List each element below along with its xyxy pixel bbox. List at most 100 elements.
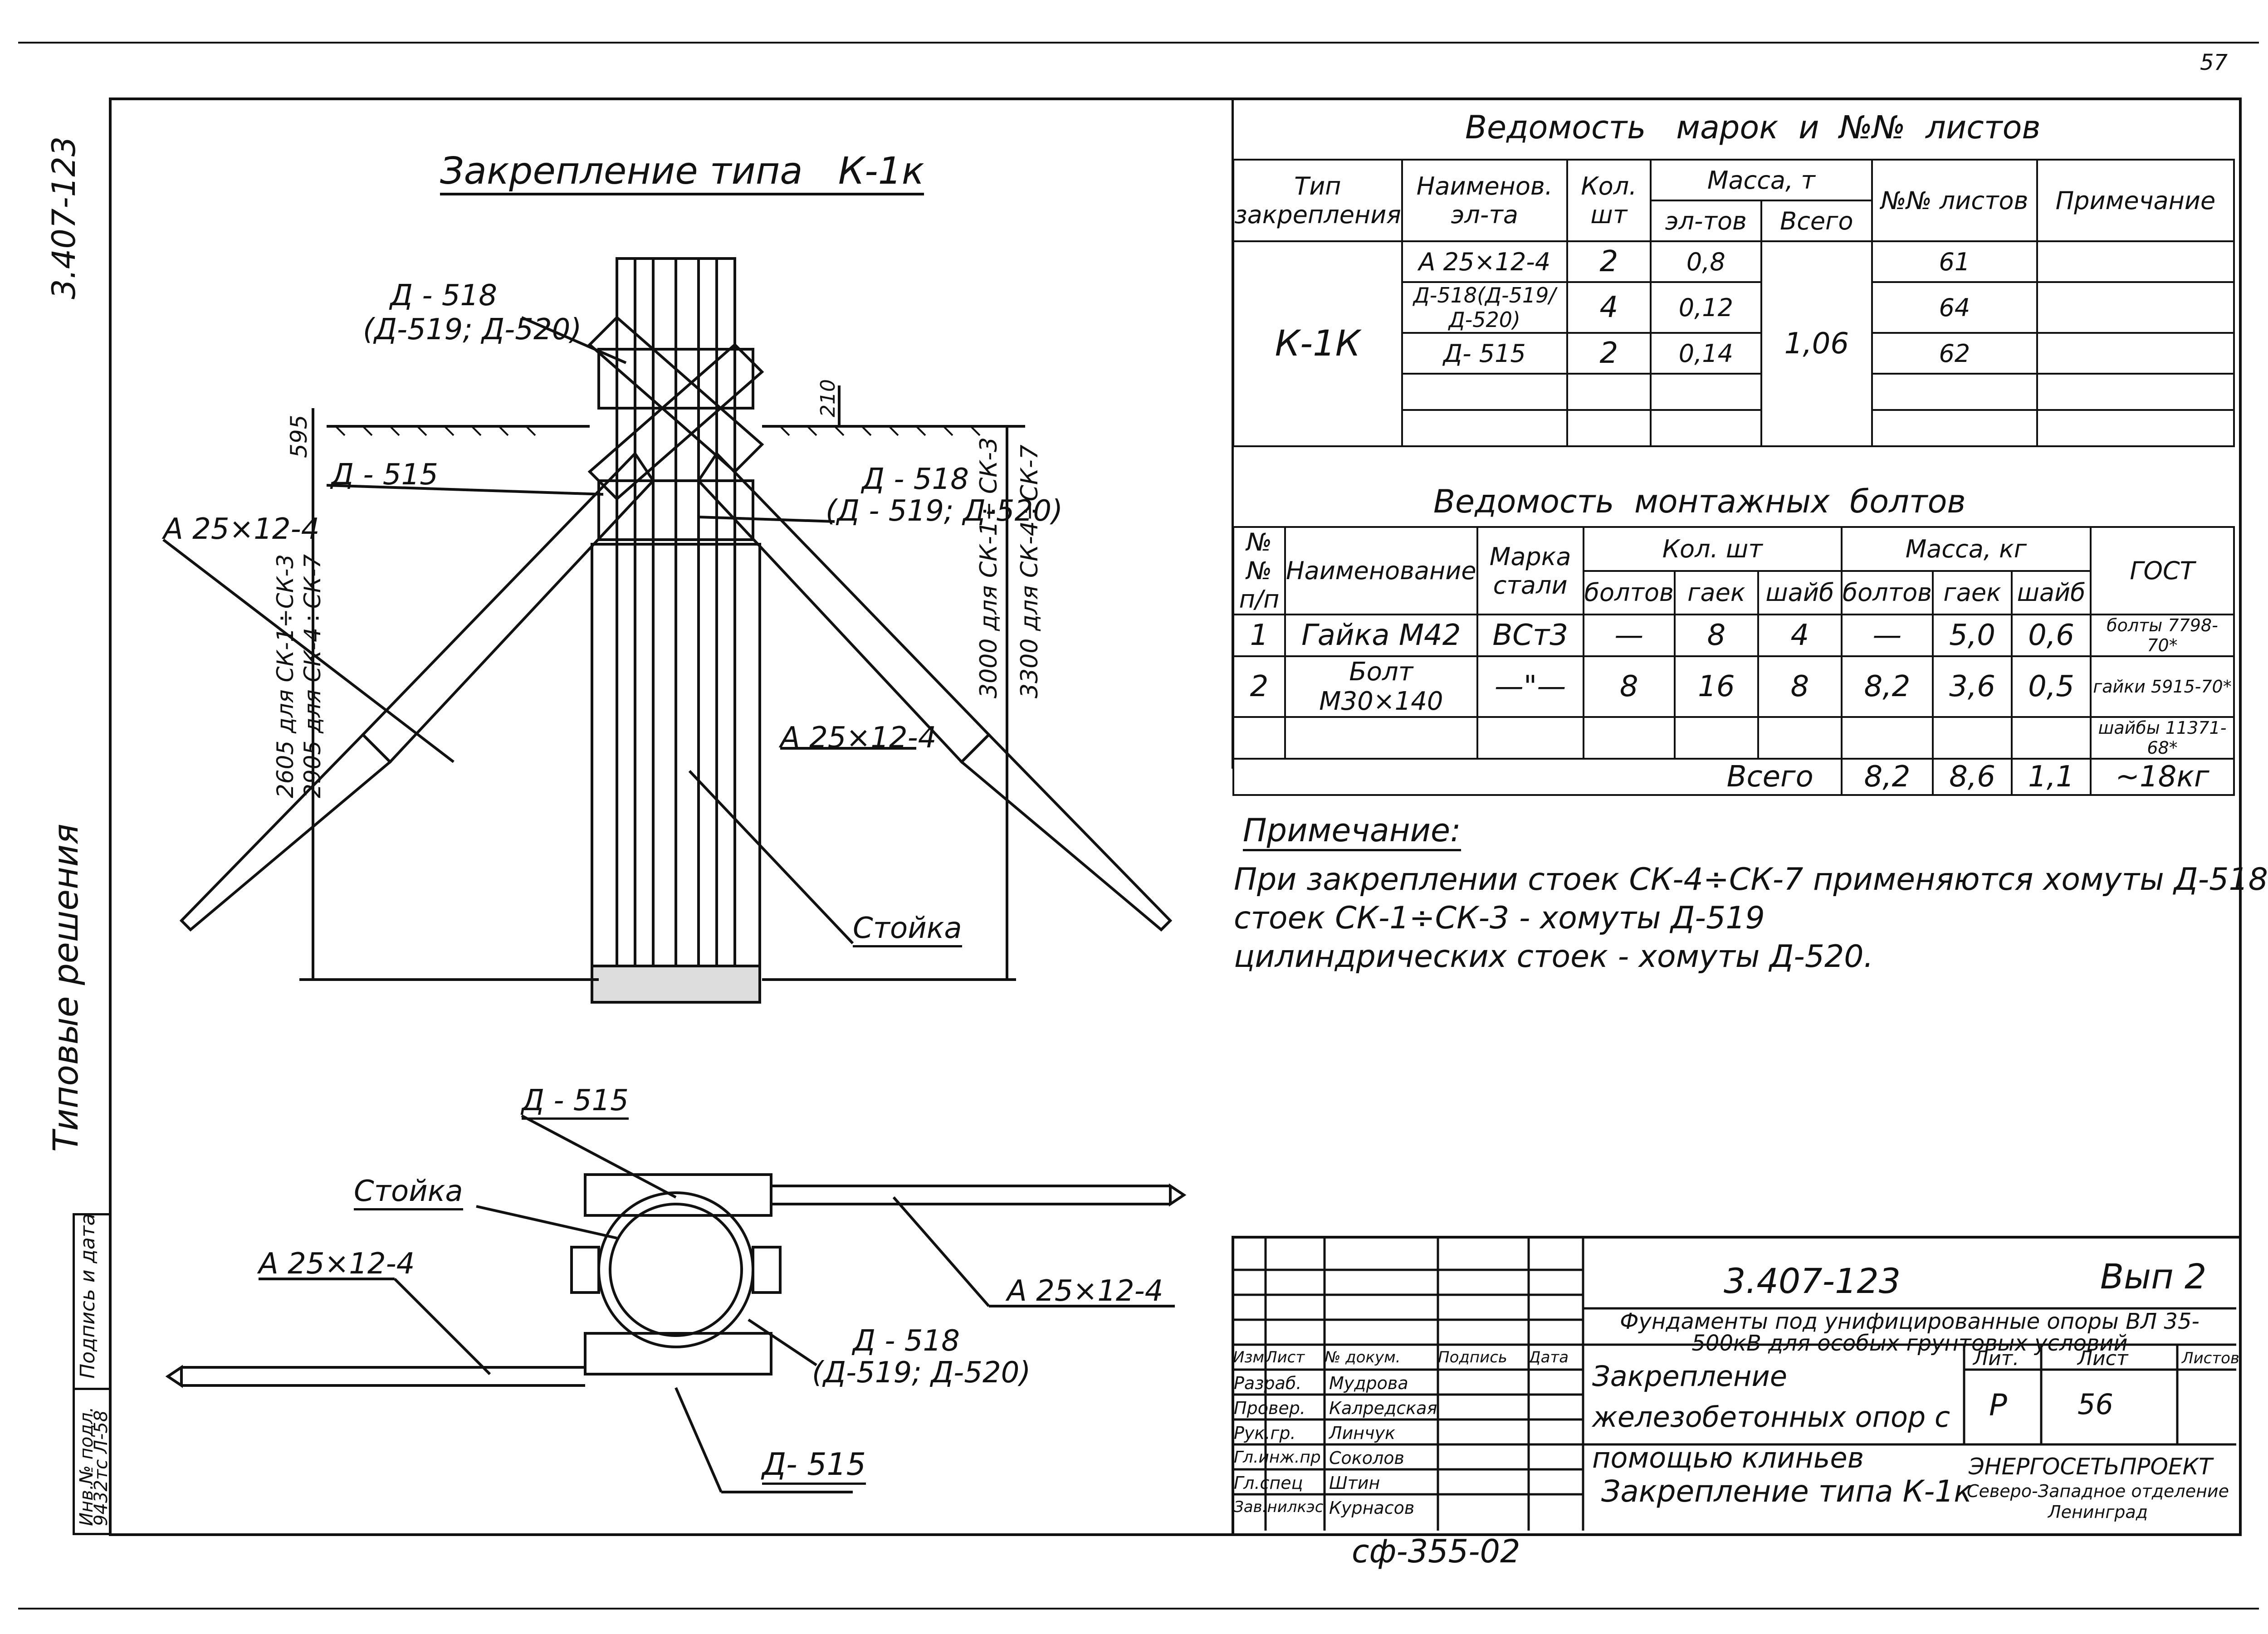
marks-cell: 4	[1566, 281, 1652, 334]
left-strip	[73, 1213, 111, 1535]
title-block	[1232, 1236, 2239, 1533]
tb-org: ЭНЕРГОСЕТЬПРОЕКТ	[1969, 1454, 2213, 1480]
bolts-cell: 8	[1582, 655, 1676, 718]
tb-sheet-value: 56	[2077, 1388, 2113, 1421]
marks-cell: 0,12	[1649, 281, 1762, 334]
left-strip-divider	[73, 1388, 109, 1390]
bolts-h-washers: шайб	[1757, 570, 1843, 615]
bolts-cell: 0,6	[2011, 614, 2092, 657]
bolts-cell	[1476, 716, 1584, 760]
bolts-h-num: №№ п/п	[1232, 526, 1286, 615]
bolts-cell: 1	[1232, 614, 1286, 657]
note-title: Примечание:	[1243, 812, 1461, 851]
tb-name-1: Калредская	[1329, 1398, 1437, 1418]
tb-name-4: Штин	[1329, 1473, 1380, 1493]
plan-label-a25-right: А 25×12-4	[1007, 1274, 1163, 1308]
bolts-h-nuts: гаек	[1673, 570, 1759, 615]
marks-table: Тип закрепления Наименов. эл-та Кол. шт …	[1232, 159, 2235, 447]
bolts-row: шайбы 11371-68*	[1232, 716, 2235, 760]
label-d518-top: Д - 518	[390, 279, 497, 312]
bolts-cell: 0,5	[2011, 655, 2092, 718]
tb-code: 3.407-123	[1724, 1261, 1901, 1301]
marks-cell	[2036, 332, 2235, 375]
tb-name-5: Курнасов	[1329, 1498, 1415, 1518]
marks-cell: А 25×12-4	[1401, 240, 1568, 283]
bolts-cell: —"—	[1476, 655, 1584, 718]
tb-name-0: Мудрова	[1329, 1373, 1408, 1393]
marks-cell	[1566, 409, 1652, 447]
marks-cell	[1566, 373, 1652, 411]
bolts-cell: болты 7798-70*	[2090, 614, 2235, 657]
plan-label-stoika: Стойка	[354, 1175, 463, 1210]
marks-cell: 62	[1871, 332, 2038, 375]
tb-h-list: Лист	[1266, 1348, 1305, 1366]
plan-label-d518: Д - 518	[853, 1324, 960, 1358]
bolts-h-m-washers: шайб	[2011, 570, 2092, 615]
marks-cell: Д- 515	[1401, 332, 1568, 375]
bolts-row: 1 Гайка М42 ВСт3 — 8 4 — 5,0 0,6 болты 7…	[1232, 614, 2235, 657]
tb-role-2: Рук.гр.	[1234, 1423, 1296, 1443]
plan-label-d515-a: Д - 515	[522, 1084, 629, 1120]
note-line-3: цилиндрических стоек - хомуты Д-520.	[1234, 939, 1874, 975]
tb-name-2: Линчук	[1329, 1423, 1396, 1443]
marks-h-note: Примечание	[2036, 159, 2235, 242]
bolts-h-name: Наименование	[1284, 526, 1478, 615]
marks-cell	[1871, 409, 2038, 447]
marks-cell	[2036, 373, 2235, 411]
tb-name-3: Соколов	[1329, 1448, 1404, 1468]
marks-cell: 0,14	[1649, 332, 1762, 375]
bolts-row: 2 Болт М30×140 —"— 8 16 8 8,2 3,6 0,5 га…	[1232, 655, 2235, 718]
marks-row: Д-518(Д-519/Д-520) 4 0,12 64	[1233, 281, 2235, 334]
plan-label-d515-b: Д- 515	[762, 1447, 866, 1485]
bolts-h-gost: ГОСТ	[2090, 526, 2235, 615]
bolts-cell	[1582, 716, 1676, 760]
marks-cell	[1649, 373, 1762, 411]
tb-role-3: Гл.инж.пр	[1234, 1448, 1321, 1467]
bolts-total-row: Всего 8,2 8,6 1,1 ~18кг	[1232, 758, 2235, 796]
marks-row	[1233, 409, 2235, 447]
tb-h-doc: № докум.	[1325, 1348, 1401, 1366]
bolts-table-title: Ведомость монтажных болтов	[1433, 483, 1966, 520]
marks-cell	[2036, 281, 2235, 334]
label-d518-right: Д - 518	[862, 463, 969, 496]
tb-role-0: Разраб.	[1234, 1373, 1302, 1393]
marks-table-title: Ведомость марок и №№ листов	[1465, 109, 2041, 146]
marks-cell	[1649, 409, 1762, 447]
label-d518-right-alt: (Д - 519; Д-520)	[826, 494, 1063, 528]
bolts-h-mass: Масса, кг	[1840, 526, 2092, 572]
bolts-total-b: 8,2	[1840, 758, 1934, 796]
marks-cell: 64	[1871, 281, 2038, 334]
bolts-total-n: 8,6	[1932, 758, 2013, 796]
tb-sheet-label: Лист	[2077, 1347, 2128, 1370]
label-a25-right: А 25×12-4	[780, 721, 937, 755]
tb-project: Фундаменты под унифицированные опоры ВЛ …	[1620, 1309, 2200, 1356]
marks-cell: 2	[1566, 240, 1652, 283]
bolts-cell: 8	[1757, 655, 1843, 718]
tb-lit-label: Лит.	[1973, 1347, 2019, 1370]
bolts-cell: гайки 5915-70*	[2090, 655, 2235, 718]
marks-cell	[1871, 373, 2038, 411]
bolts-h-qty: Кол. шт	[1582, 526, 1843, 572]
bolts-table: №№ п/п Наименование Марка стали Кол. шт …	[1232, 526, 2235, 796]
label-stoika-top: Стойка	[853, 912, 962, 947]
marks-type-value: К-1К	[1232, 240, 1403, 447]
marks-cell: Д-518(Д-519/Д-520)	[1401, 281, 1568, 334]
label-d515-top: Д - 515	[331, 458, 438, 492]
top-edge-line	[18, 42, 2259, 44]
tb-h-date: Дата	[1529, 1348, 1569, 1366]
marks-cell	[2036, 240, 2235, 283]
marks-row: К-1К А 25×12-4 2 0,8 1,06 61	[1232, 240, 2235, 447]
marks-total-mass: 1,06	[1760, 240, 1873, 447]
tb-org-sub: Северо-Западное отделение Ленинград	[1967, 1481, 2229, 1522]
bolts-cell	[1284, 716, 1478, 760]
marks-row	[1233, 373, 2235, 411]
marks-h-mass-el: эл-тов	[1649, 200, 1762, 242]
marks-cell	[1401, 373, 1568, 411]
tb-h-sign: Подпись	[1438, 1348, 1507, 1366]
tb-issue: Вып 2	[2100, 1256, 2207, 1297]
note-line-2: стоек СК-1÷СК-3 - хомуты Д-519	[1234, 900, 1765, 936]
bolts-cell: —	[1840, 614, 1934, 657]
tb-role-5: Зав.нилкэс	[1234, 1498, 1324, 1516]
